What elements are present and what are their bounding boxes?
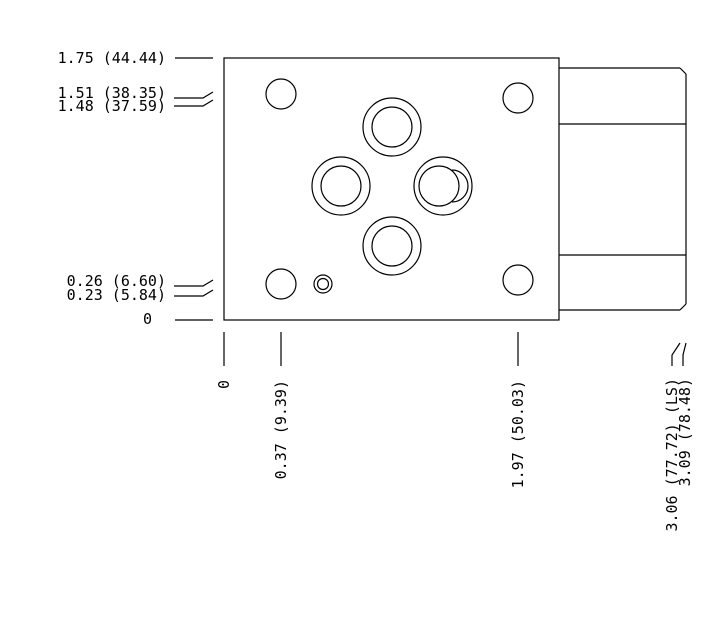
port-right bbox=[413, 156, 473, 216]
dim-label-1-75: 1.75 (44.44) bbox=[58, 49, 166, 67]
dim-label-3-06-ls: 3.06 (77.72) (LS) bbox=[663, 378, 681, 532]
dim-label-0-vertical: 0 bbox=[143, 310, 152, 328]
port-bottom bbox=[362, 216, 422, 276]
side-extension bbox=[559, 67, 687, 311]
port-top bbox=[362, 97, 422, 157]
dim-label-0-23: 0.23 (5.84) bbox=[67, 286, 166, 304]
dim-label-0-26: 0.26 (6.60) bbox=[67, 272, 166, 290]
mounting-hole-top-left bbox=[265, 78, 297, 110]
mounting-hole-top-right bbox=[502, 82, 534, 114]
port-left bbox=[311, 156, 371, 216]
mounting-hole-bottom-right bbox=[502, 264, 534, 296]
dim-label-1-48: 1.48 (37.59) bbox=[58, 97, 166, 115]
dim-label-1-51: 1.51 (38.35) bbox=[58, 84, 166, 102]
vertical-dimension-leaders bbox=[174, 57, 214, 321]
dim-label-0-horizontal: 0 bbox=[215, 380, 233, 389]
dim-label-3-09: 3.09 (78.48) bbox=[676, 378, 694, 486]
horizontal-dimension-leaders bbox=[223, 332, 687, 366]
pin-hole bbox=[313, 274, 333, 294]
dim-label-1-97: 1.97 (50.03) bbox=[509, 380, 527, 488]
manifold-block-outline bbox=[223, 57, 560, 321]
mounting-hole-bottom-left bbox=[265, 268, 297, 300]
dim-label-0-37: 0.37 (9.39) bbox=[272, 380, 290, 479]
